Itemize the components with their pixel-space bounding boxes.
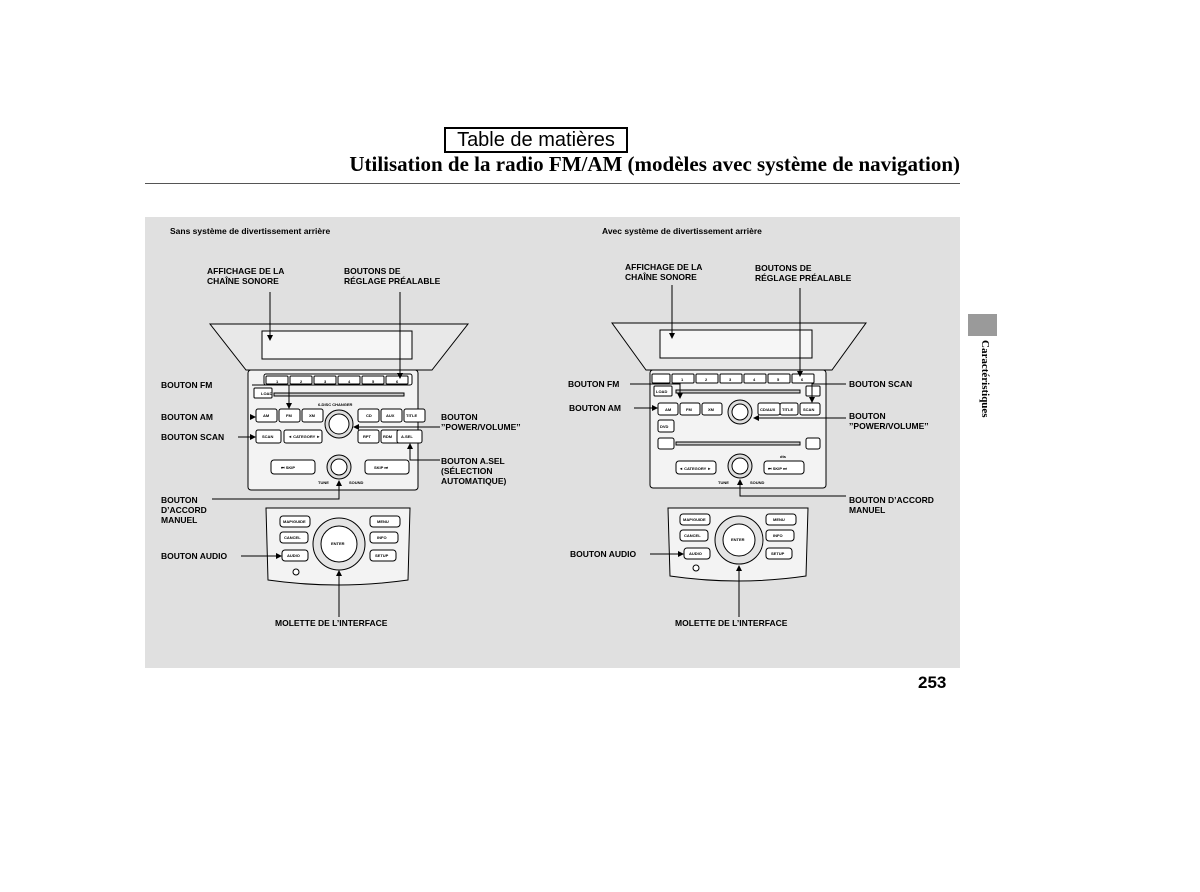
right-label-preset: BOUTONS DE RÉGLAGE PRÉALABLE	[755, 263, 852, 283]
left-fm-key	[278, 408, 301, 423]
right-label-display: AFFICHAGE DE LA CHAÎNE SONORE	[625, 262, 703, 282]
left-label-tune: BOUTON D’ACCORD MANUEL	[161, 495, 207, 525]
svg-text:SETUP: SETUP	[375, 553, 389, 558]
svg-text:SETUP: SETUP	[771, 551, 785, 556]
svg-text:CANCEL: CANCEL	[684, 533, 701, 538]
svg-text:RDM: RDM	[383, 434, 393, 439]
svg-text:4: 4	[753, 377, 756, 382]
right-subtitle: Avec système de divertissement arrière	[602, 226, 762, 236]
left-label-scan: BOUTON SCAN	[161, 432, 225, 442]
svg-text:TUNE: TUNE	[718, 480, 729, 485]
svg-text:⏮ SKIP: ⏮ SKIP	[281, 465, 295, 470]
right-nav-text: MAP/GUIDE CANCEL AUDIO MENU INFO SETUP E…	[683, 517, 785, 556]
right-label-scan: BOUTON SCAN	[849, 379, 913, 389]
svg-text:6-DISC CHANGER: 6-DISC CHANGER	[318, 402, 353, 407]
svg-text:FM: FM	[686, 407, 692, 412]
svg-text:5: 5	[372, 379, 375, 384]
svg-text:SCAN: SCAN	[803, 407, 814, 412]
svg-text:MENU: MENU	[773, 517, 785, 522]
svg-text:SOUND: SOUND	[349, 480, 364, 485]
left-label-display: AFFICHAGE DE LA CHAÎNE SONORE	[207, 266, 285, 286]
svg-text:INFO: INFO	[773, 533, 783, 538]
page-title: Utilisation de la radio FM/AM (modèles a…	[349, 152, 960, 176]
left-label-audio: BOUTON AUDIO	[161, 551, 228, 561]
left-label-knob: MOLETTE DE L’INTERFACE	[275, 618, 388, 628]
left-subtitle: Sans système de divertissement arrière	[170, 226, 331, 236]
left-nav-text: MAP/GUIDE CANCEL AUDIO MENU INFO SETUP E…	[283, 519, 389, 558]
section-tab[interactable]	[968, 314, 997, 336]
right-label-tune: BOUTON D’ACCORD MANUEL	[849, 495, 934, 515]
svg-text:ENTER: ENTER	[731, 537, 745, 542]
right-nav-unit	[667, 507, 809, 582]
left-label-preset: BOUTONS DE RÉGLAGE PRÉALABLE	[344, 266, 441, 286]
svg-text:LOAD: LOAD	[656, 389, 667, 394]
svg-text:SOUND: SOUND	[750, 480, 765, 485]
right-label-audio: BOUTON AUDIO	[570, 549, 637, 559]
svg-text:2: 2	[705, 377, 708, 382]
svg-text:5: 5	[777, 377, 780, 382]
right-leader-lines	[630, 285, 846, 617]
svg-text:FM: FM	[286, 413, 292, 418]
svg-text:SKIP ⏭: SKIP ⏭	[374, 465, 388, 470]
svg-text:XM: XM	[309, 413, 316, 418]
svg-text:AUDIO: AUDIO	[287, 553, 300, 558]
right-audio-unit	[611, 322, 867, 489]
svg-text:AM: AM	[665, 407, 672, 412]
svg-text:◄ CATEGORY ►: ◄ CATEGORY ►	[679, 466, 711, 471]
right-label-fm: BOUTON FM	[568, 379, 620, 389]
table-of-contents-button[interactable]: Table de matières	[444, 127, 628, 153]
title-divider	[145, 183, 960, 184]
svg-text:RPT: RPT	[363, 434, 372, 439]
svg-text:◄ CATEGORY ►: ◄ CATEGORY ►	[288, 434, 320, 439]
page-number: 253	[918, 673, 947, 692]
svg-text:CD: CD	[366, 413, 372, 418]
left-audio-unit	[208, 323, 470, 491]
left-label-power: BOUTON ’’POWER/VOLUME’’	[441, 412, 521, 432]
svg-text:6: 6	[396, 379, 399, 384]
svg-text:3: 3	[324, 379, 327, 384]
svg-text:AM: AM	[263, 413, 270, 418]
svg-text:LOAD: LOAD	[261, 391, 272, 396]
svg-text:dts: dts	[780, 454, 787, 459]
svg-text:1: 1	[276, 379, 279, 384]
left-unit-text: LOAD 6-DISC CHANGER AM FM XM CD AUX TITL…	[261, 379, 417, 485]
left-label-am: BOUTON AM	[161, 412, 213, 422]
svg-text:CD/AUX: CD/AUX	[760, 407, 776, 412]
svg-text:DVD: DVD	[660, 424, 669, 429]
right-label-am: BOUTON AM	[569, 403, 621, 413]
left-am-key	[255, 408, 278, 423]
right-label-knob: MOLETTE DE L’INTERFACE	[675, 618, 788, 628]
left-leader-lines	[212, 292, 440, 617]
svg-text:MAP/GUIDE: MAP/GUIDE	[683, 517, 706, 522]
svg-text:TITLE: TITLE	[782, 407, 793, 412]
svg-text:AUDIO: AUDIO	[689, 551, 702, 556]
svg-text:MAP/GUIDE: MAP/GUIDE	[283, 519, 306, 524]
svg-text:6: 6	[801, 377, 804, 382]
svg-text:4: 4	[348, 379, 351, 384]
left-label-asel: BOUTON A.SEL (SÉLECTION AUTOMATIQUE)	[441, 456, 507, 486]
right-label-power: BOUTON ’’POWER/VOLUME’’	[849, 411, 929, 431]
svg-text:TUNE: TUNE	[318, 480, 329, 485]
svg-text:ENTER: ENTER	[331, 541, 345, 546]
right-unit-text: LOAD AM FM XM CD/AUX TITLE SCAN DVD ◄ CA…	[656, 377, 814, 485]
svg-text:A.SEL: A.SEL	[401, 434, 413, 439]
svg-text:XM: XM	[708, 407, 715, 412]
svg-text:SCAN: SCAN	[262, 434, 273, 439]
svg-text:3: 3	[729, 377, 732, 382]
svg-text:2: 2	[300, 379, 303, 384]
left-label-fm: BOUTON FM	[161, 380, 213, 390]
svg-text:TITLE: TITLE	[406, 413, 417, 418]
svg-text:MENU: MENU	[377, 519, 389, 524]
svg-text:CANCEL: CANCEL	[284, 535, 301, 540]
svg-text:INFO: INFO	[377, 535, 387, 540]
svg-text:1: 1	[681, 377, 684, 382]
svg-text:AUX: AUX	[386, 413, 395, 418]
svg-text:⏮ SKIP ⏭: ⏮ SKIP ⏭	[768, 466, 787, 471]
